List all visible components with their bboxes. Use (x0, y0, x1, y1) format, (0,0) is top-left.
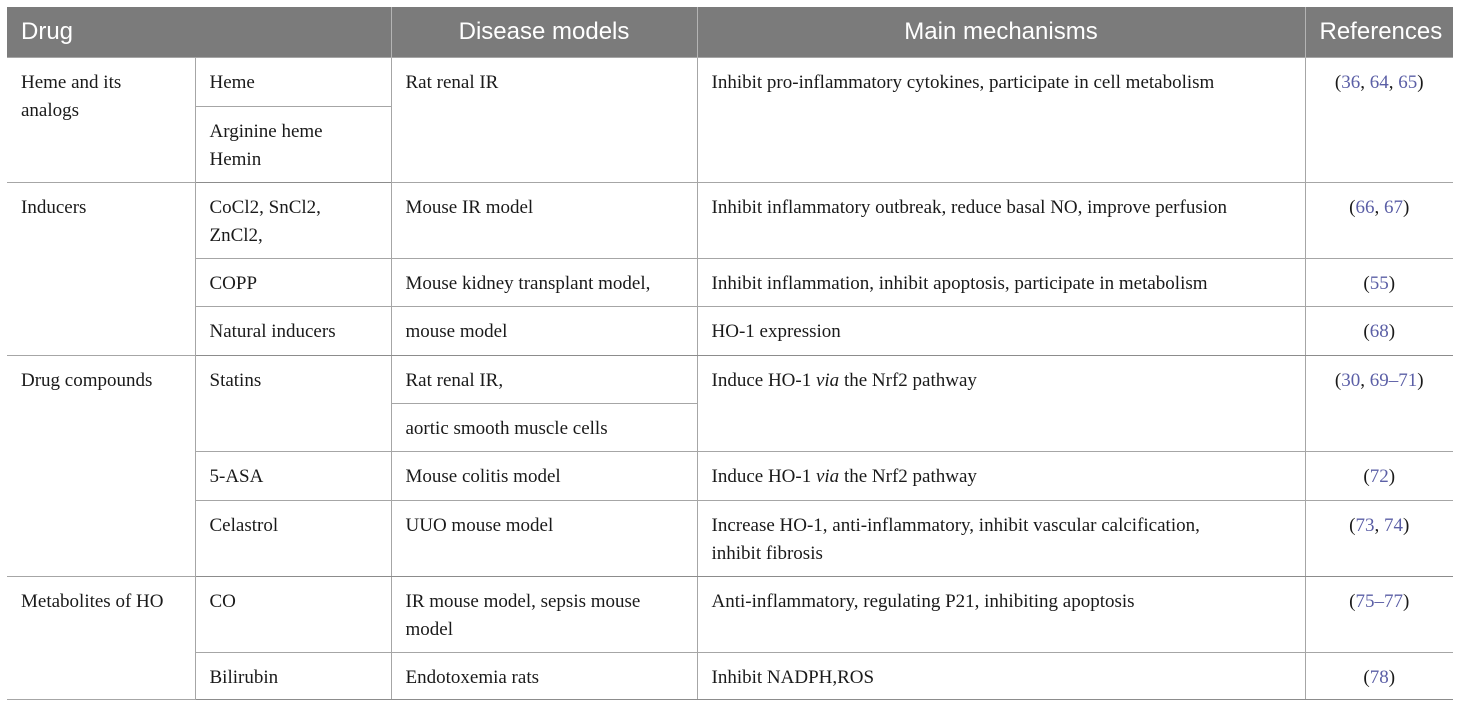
ref-link[interactable]: 30 (1341, 370, 1361, 391)
mechanism-cell: Inhibit pro-inflammatory cytokines, part… (696, 57, 1306, 183)
table-row: Natural inducers mouse model HO-1 expres… (7, 306, 1453, 356)
mechanism-cell: Induce HO-1 via the Nrf2 pathway (696, 451, 1306, 501)
table-row: 5-ASA Mouse colitis model Induce HO-1 vi… (7, 451, 1453, 501)
ref-link[interactable]: 74 (1384, 515, 1403, 536)
header-main-mechanisms: Main mechanisms (697, 7, 1306, 58)
mechanism-cell: Inhibit inflammatory outbreak, reduce ba… (696, 182, 1306, 259)
mechanism-cell: HO-1 expression (696, 306, 1306, 356)
header-references: References (1305, 7, 1453, 58)
mechanism-cell: Increase HO-1, anti-inflammatory, inhibi… (696, 500, 1306, 577)
drug-cell: Statins (194, 355, 392, 452)
drug-cell: Celastrol (195, 500, 392, 577)
header-disease-models: Disease models (391, 7, 698, 58)
group-cell-drug-compounds: Drug compounds (7, 355, 196, 577)
model-cell: Rat renal IR (390, 57, 698, 183)
model-cell: UUO mouse model (390, 500, 698, 577)
table-row: Inducers CoCl2, SnCl2,ZnCl2, Mouse IR mo… (7, 182, 1453, 356)
references-cell: (78) (1304, 652, 1453, 700)
drug-cell: CO (194, 576, 392, 653)
table-row: Metabolites of HO CO IR mouse model, sep… (7, 576, 1453, 700)
ref-link[interactable]: 55 (1369, 273, 1389, 294)
ref-link[interactable]: 73 (1355, 515, 1375, 536)
model-cell: Endotoxemia rats (390, 652, 698, 700)
references-cell: (68) (1304, 306, 1453, 356)
mechanism-cell: Induce HO-1 via the Nrf2 pathway (696, 355, 1306, 452)
mechanism-cell: Inhibit inflammation, inhibit apoptosis,… (696, 258, 1306, 307)
references-cell: (73, 74) (1304, 500, 1453, 577)
ref-link[interactable]: 65 (1398, 72, 1418, 93)
model-cell: Mouse IR model (390, 182, 698, 259)
table-row: Drug compounds Statins Rat renal IR, Ind… (7, 355, 1453, 577)
model-cell: aortic smooth muscle cells (391, 403, 697, 452)
drug-cell: Natural inducers (195, 306, 392, 356)
ref-link[interactable]: 72 (1369, 466, 1389, 487)
group-cell-inducers: Inducers (7, 182, 196, 356)
table-row: aortic smooth muscle cells (7, 403, 1453, 452)
drug-cell: Heme (194, 57, 392, 107)
drug-cell: Bilirubin (195, 652, 392, 700)
header-drug: Drug (7, 7, 392, 58)
model-cell: Rat renal IR, (390, 355, 698, 404)
ref-link[interactable]: 67 (1384, 197, 1403, 218)
drug-cell: COPP (195, 258, 392, 307)
references-cell: (36, 64, 65) (1304, 57, 1453, 183)
table-row: Bilirubin Endotoxemia rats Inhibit NADPH… (7, 652, 1453, 700)
ref-link[interactable]: 36 (1341, 72, 1361, 93)
mechanism-cell: Anti-inflammatory, regulating P21, inhib… (696, 576, 1306, 653)
ref-link[interactable]: 75–77 (1355, 591, 1404, 612)
ref-link[interactable]: 78 (1369, 667, 1389, 688)
drug-table: Drug Disease models Main mechanisms Refe… (7, 7, 1453, 700)
drug-cell: CoCl2, SnCl2,ZnCl2, (194, 182, 392, 259)
references-cell: (72) (1304, 451, 1453, 501)
ref-link[interactable]: 64 (1369, 72, 1389, 93)
model-cell: Mouse kidney transplant model, (390, 258, 698, 307)
ref-link[interactable]: 69–71 (1369, 370, 1418, 391)
model-cell: mouse model (390, 306, 698, 356)
drug-cell: 5-ASA (195, 451, 392, 501)
mechanism-cell: Inhibit NADPH,ROS (696, 652, 1306, 700)
model-cell: Mouse colitis model (390, 451, 698, 501)
references-cell: (30, 69–71) (1304, 355, 1453, 452)
references-cell: (55) (1304, 258, 1453, 307)
ref-link[interactable]: 66 (1355, 197, 1375, 218)
references-cell: (66, 67) (1304, 182, 1453, 259)
ref-link[interactable]: 68 (1369, 321, 1389, 342)
references-cell: (75–77) (1304, 576, 1453, 653)
table-row: COPP Mouse kidney transplant model, Inhi… (7, 258, 1453, 307)
table-row: Celastrol UUO mouse model Increase HO-1,… (7, 500, 1453, 577)
group-cell-metabolites: Metabolites of HO (7, 576, 196, 700)
table-header-row: Drug Disease models Main mechanisms Refe… (7, 7, 1453, 58)
